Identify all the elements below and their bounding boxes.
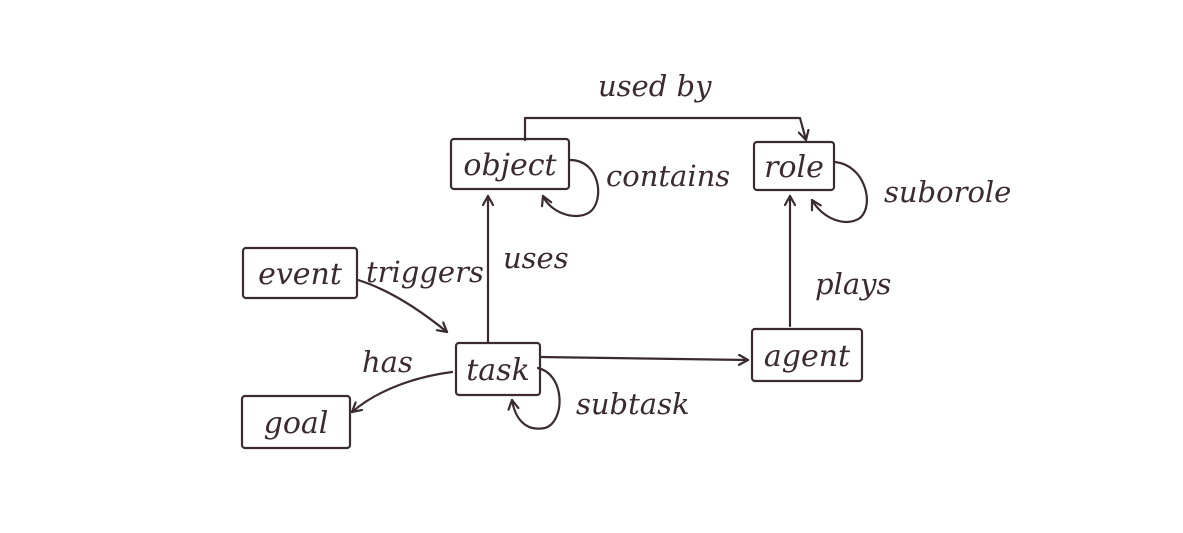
label-subtask: subtask bbox=[576, 387, 690, 421]
edge-used-by bbox=[523, 116, 806, 142]
node-role-label: role bbox=[764, 150, 824, 185]
node-event-label: event bbox=[258, 257, 343, 292]
svg-text:plays: plays bbox=[815, 267, 891, 301]
edge-has bbox=[350, 370, 454, 414]
node-task-label: task bbox=[466, 353, 530, 388]
node-object: object bbox=[449, 137, 571, 191]
svg-text:triggers: triggers bbox=[366, 255, 484, 289]
svg-text:has: has bbox=[362, 345, 413, 379]
svg-text:uses: uses bbox=[503, 241, 569, 275]
node-role: role bbox=[752, 140, 836, 192]
edge-suborole bbox=[810, 160, 868, 224]
edge-subtask bbox=[512, 366, 561, 430]
edge-task-agent bbox=[538, 357, 750, 360]
edge-contains bbox=[543, 158, 600, 218]
svg-text:contains: contains bbox=[606, 159, 730, 193]
label-contains: contains bbox=[606, 159, 730, 193]
label-plays: plays bbox=[815, 267, 891, 301]
node-object-label: object bbox=[463, 148, 557, 183]
label-uses: uses bbox=[503, 241, 569, 275]
edge-triggers bbox=[356, 278, 449, 334]
label-suborole: suborole bbox=[884, 175, 1011, 209]
svg-text:suborole: suborole bbox=[884, 175, 1011, 209]
node-task: task bbox=[454, 341, 542, 397]
node-goal: goal bbox=[240, 394, 352, 450]
node-goal-label: goal bbox=[264, 406, 329, 441]
svg-text:subtask: subtask bbox=[576, 387, 690, 421]
label-triggers: triggers bbox=[366, 255, 484, 289]
node-agent-label: agent bbox=[764, 339, 851, 374]
node-agent: agent bbox=[750, 327, 864, 383]
node-event: event bbox=[241, 246, 359, 300]
label-has: has bbox=[362, 345, 413, 379]
label-used-by: used by bbox=[598, 69, 712, 103]
svg-text:used by: used by bbox=[598, 69, 712, 103]
